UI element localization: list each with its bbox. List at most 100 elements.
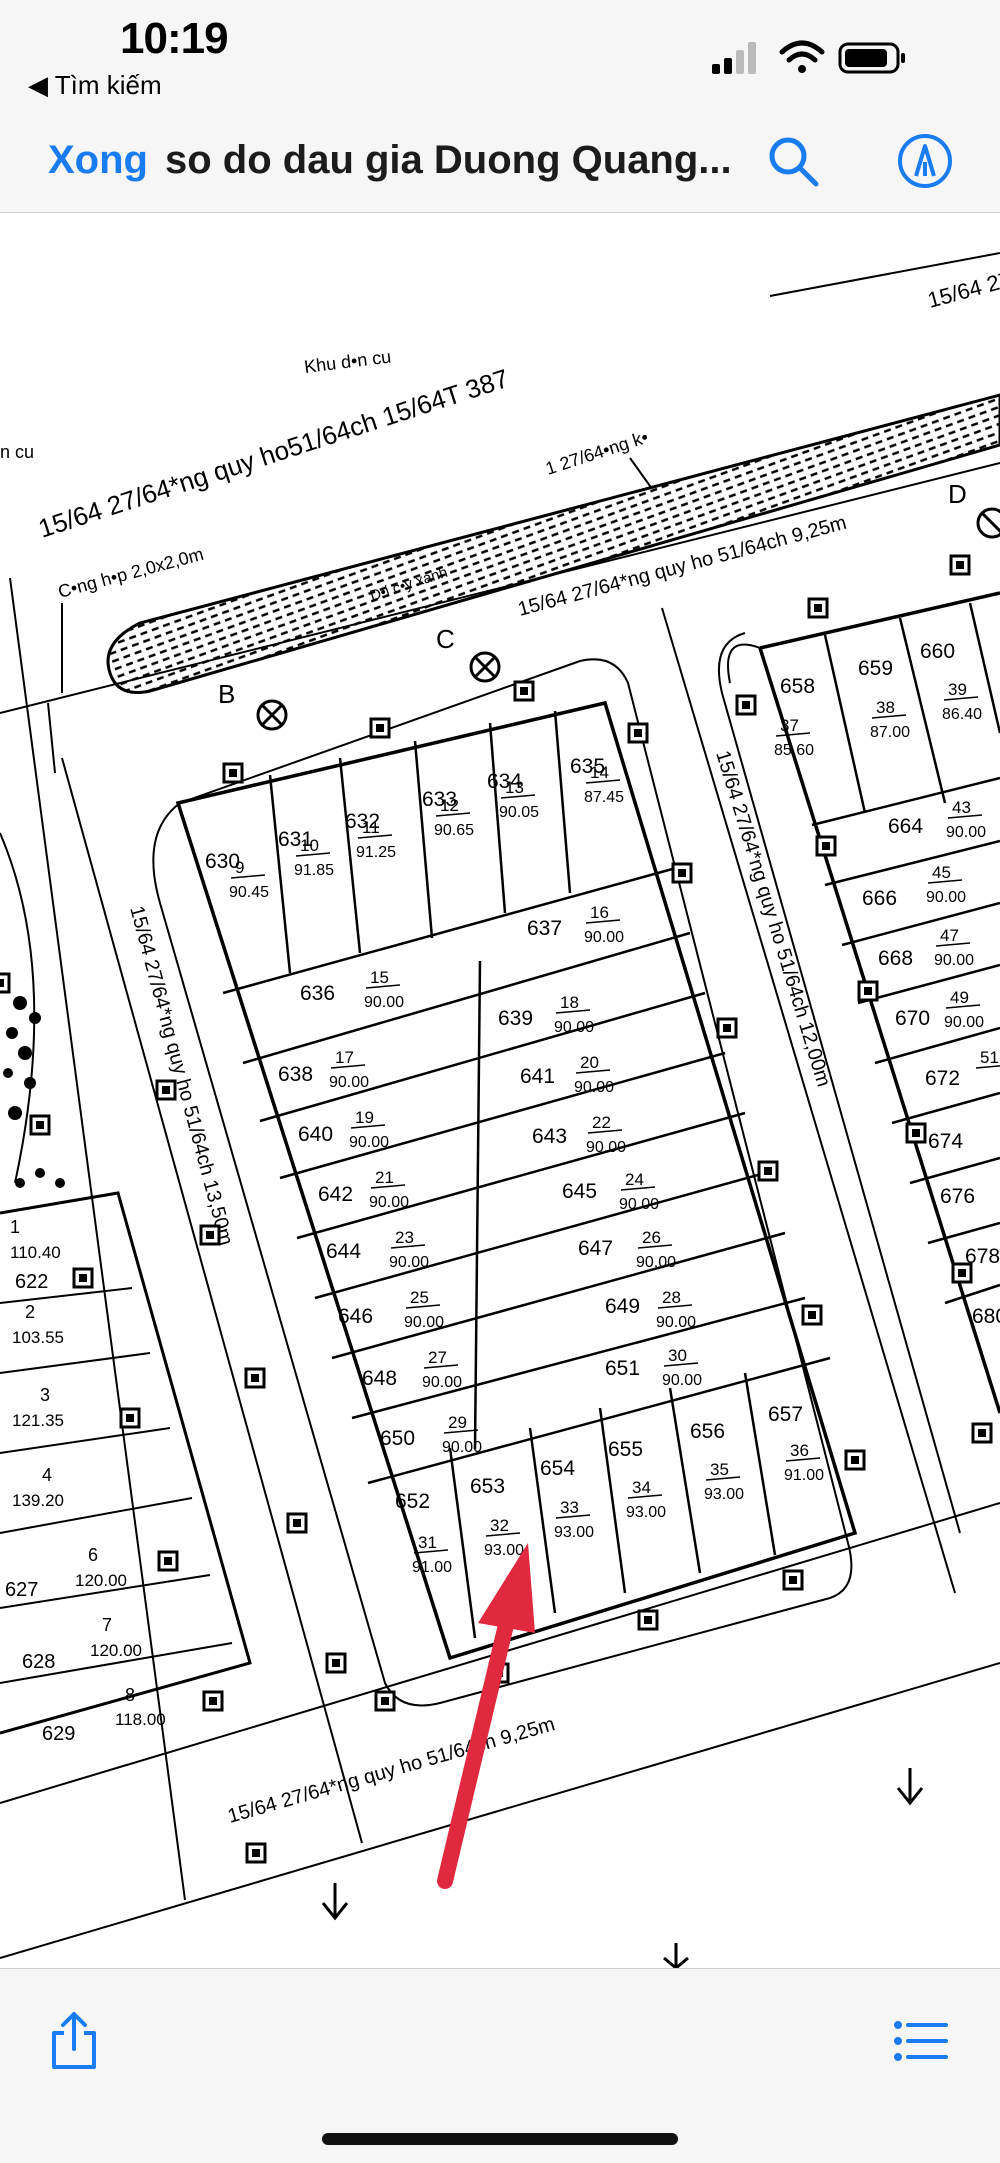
lot-number: 2: [25, 1302, 35, 1322]
lot-number: 47: [940, 926, 959, 945]
lot-number: 13: [505, 778, 524, 797]
fraction-bar: [230, 874, 266, 879]
fraction-bar: [555, 1009, 591, 1014]
lot-number: 32: [490, 1516, 509, 1535]
lot-number: 19: [355, 1108, 374, 1127]
lot-number: 35: [710, 1460, 729, 1479]
fraction-bar: [390, 1244, 426, 1249]
lot-id: 668: [878, 947, 913, 970]
road-edge-top: [0, 462, 1000, 714]
lot-id: 636: [300, 982, 335, 1005]
lot-id: 651: [605, 1357, 640, 1380]
lot-area: 87.45: [584, 789, 624, 806]
boundary-point: [0, 972, 11, 994]
lot-id: 637: [527, 917, 562, 940]
back-to-search-link[interactable]: ◀ Tìm kiếm: [28, 70, 162, 100]
boundary-point-core: [164, 1557, 172, 1565]
lot-id: 660: [920, 640, 955, 663]
site-plan-drawing: 15/64 27/64 15/64 Khu d•n cu n cu 15/64 …: [0, 243, 1000, 1968]
boundary-point-core: [956, 561, 964, 569]
lot-area: 90.65: [434, 822, 474, 839]
point-label-c: C: [436, 624, 455, 654]
lot-area: 90.00: [636, 1254, 676, 1271]
lot-area: 103.55: [12, 1328, 64, 1347]
lot-divisions: [222, 710, 831, 1639]
lot-number: 25: [410, 1288, 429, 1307]
lot-id: 676: [940, 1185, 975, 1208]
lot-area: 90.00: [656, 1314, 696, 1331]
point-label-d: D: [948, 479, 967, 509]
list-icon[interactable]: [890, 2011, 950, 2071]
lot-area: 91.00: [412, 1559, 452, 1576]
lot-labels: 630990.456311091.856321191.256331290.656…: [205, 640, 1000, 1576]
fraction-bar: [413, 1549, 449, 1554]
lot-number: 29: [448, 1413, 467, 1432]
fraction-bar: [705, 1476, 741, 1481]
lot-id: 657: [768, 1403, 803, 1426]
boundary-point-core: [808, 1311, 816, 1319]
markup-icon[interactable]: [896, 132, 954, 190]
fraction-bar: [775, 732, 811, 737]
lot-id: 641: [520, 1065, 555, 1088]
lot-number: 45: [932, 863, 951, 882]
lot-number: 17: [335, 1048, 354, 1067]
lot-id: 638: [278, 1063, 313, 1086]
culvert-label: C•ng h•p 2,0x2,0m: [56, 544, 206, 602]
boundary-point-core: [36, 1121, 44, 1129]
lot-id: 642: [318, 1183, 353, 1206]
lot-area: 110.40: [10, 1243, 61, 1262]
fraction-bar: [663, 1362, 699, 1367]
lot-number: 3: [40, 1385, 50, 1405]
pdf-document-view[interactable]: 15/64 27/64 15/64 Khu d•n cu n cu 15/64 …: [0, 213, 1000, 1968]
search-icon[interactable]: [764, 132, 822, 190]
fraction-bar: [587, 1129, 623, 1134]
share-icon[interactable]: [44, 2011, 104, 2071]
road-edge: [47, 702, 56, 774]
fraction-bar: [295, 852, 331, 857]
road-edge: [661, 607, 956, 1594]
navigation-bar: Xong so do dau gia Duong Quang...: [0, 110, 1000, 213]
fraction-bar: [945, 1004, 981, 1009]
lot-number: 6: [88, 1545, 98, 1565]
lot-number: 27: [428, 1348, 447, 1367]
boundary-point-core: [958, 1269, 966, 1277]
lot-area: 86.40: [942, 706, 982, 723]
boundary-point-core: [864, 987, 872, 995]
lot-area: 90.00: [574, 1079, 614, 1096]
red-annotation-arrow: [437, 1543, 535, 1889]
boundary-point-core: [293, 1519, 301, 1527]
lot-number: 39: [948, 680, 967, 699]
lot-area: 90.00: [926, 889, 966, 906]
lot-number: 1: [10, 1217, 20, 1237]
tree-symbols: [3, 996, 65, 1188]
lot-number: 7: [102, 1615, 112, 1635]
lot-area: 90.45: [229, 884, 269, 901]
lot-area: 93.00: [626, 1504, 666, 1521]
home-indicator[interactable]: [322, 2133, 678, 2145]
lot-area: 90.00: [349, 1134, 389, 1151]
boundary-point-core: [251, 1374, 259, 1382]
boundary-point-core: [789, 1576, 797, 1584]
lot-area: 90.00: [586, 1139, 626, 1156]
boundary-point-core: [376, 724, 384, 732]
fraction-bar: [585, 919, 621, 924]
lot-id: 672: [925, 1067, 960, 1090]
lot-id: 678: [965, 1245, 1000, 1268]
fraction-bar: [443, 1429, 479, 1434]
lot-id: 652: [395, 1490, 430, 1513]
done-button[interactable]: Xong: [48, 138, 148, 182]
left-block: [0, 832, 252, 1735]
lot-area: 90.00: [662, 1372, 702, 1389]
road-label-bottom: 15/64 27/64*ng quy ho 51/64ch 9,25m: [225, 1713, 557, 1828]
lot-area: 90.00: [442, 1439, 482, 1456]
fraction-bar: [585, 779, 621, 784]
lot-area: 121.35: [12, 1411, 64, 1430]
fraction-bar: [871, 714, 907, 719]
right-lot-divisions: [811, 602, 1000, 1305]
fraction-bar: [947, 814, 983, 819]
lot-id: 664: [888, 815, 923, 838]
lot-number: 37: [780, 716, 799, 735]
fraction-bar: [637, 1244, 673, 1249]
lot-number: 33: [560, 1498, 579, 1517]
fraction-bar: [357, 834, 393, 839]
